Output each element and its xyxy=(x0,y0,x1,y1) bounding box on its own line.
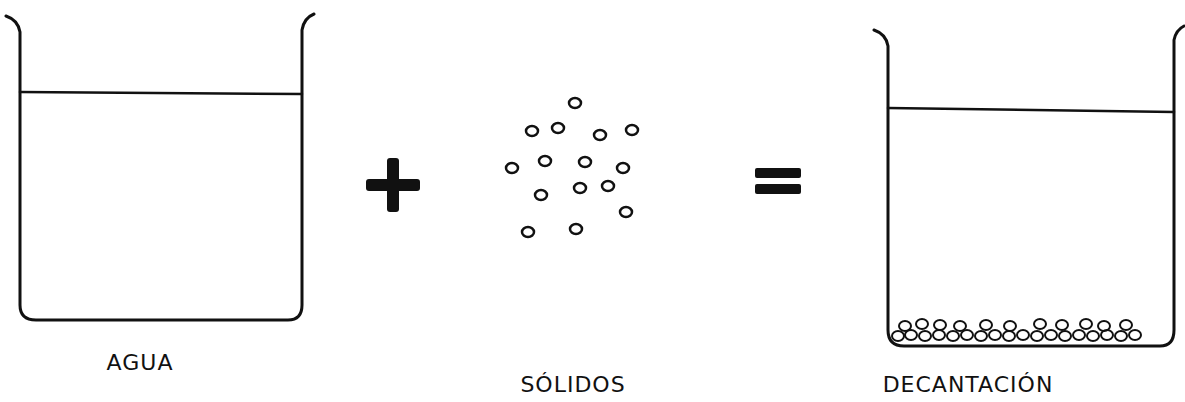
beaker xyxy=(6,14,314,320)
solid-particles xyxy=(506,98,638,237)
caption-label: DECANTACIÓN xyxy=(883,372,1054,398)
water-line xyxy=(888,108,1174,112)
beaker xyxy=(874,26,1184,346)
caption-label: SÓLIDOS xyxy=(520,372,625,398)
equals-sign xyxy=(755,168,801,194)
sediment xyxy=(892,319,1141,341)
water-line xyxy=(20,92,302,94)
plus-sign xyxy=(366,158,420,212)
caption-label: AGUA xyxy=(107,350,174,376)
